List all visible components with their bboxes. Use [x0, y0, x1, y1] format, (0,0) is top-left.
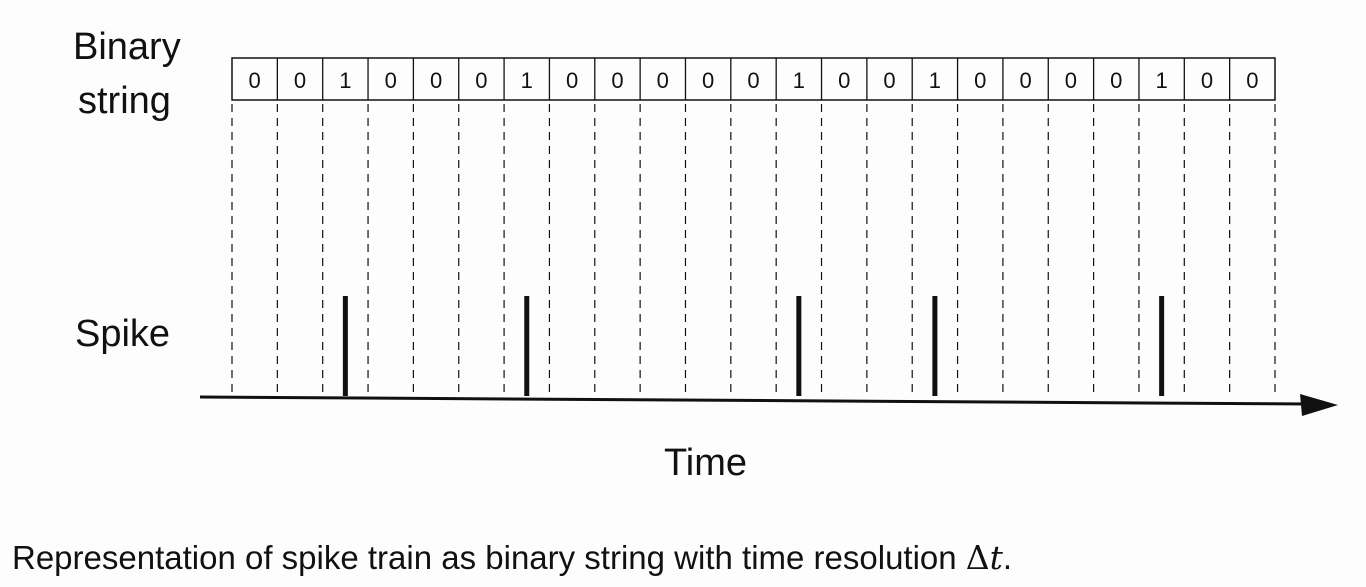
time-axis-label: Time	[664, 442, 748, 484]
caption-text: Representation of spike train as binary …	[12, 539, 966, 576]
binary-digit: 0	[657, 68, 669, 93]
binary-string-box	[231, 57, 1276, 101]
binary-digit: 0	[1201, 68, 1213, 93]
delta-t-symbol: Δt	[966, 538, 1003, 577]
time-axis-arrowhead	[1300, 394, 1338, 416]
binary-digit: 1	[929, 68, 941, 93]
binary-digit: 0	[385, 68, 397, 93]
binary-digit: 0	[249, 68, 261, 93]
binary-digit: 0	[566, 68, 578, 93]
binary-digit: 0	[1065, 68, 1077, 93]
binary-string-label-line1: Binary	[73, 26, 181, 68]
binary-digit: 0	[838, 68, 850, 93]
binary-digit: 1	[339, 68, 351, 93]
figure-caption: Representation of spike train as binary …	[12, 538, 1012, 577]
binary-digit: 0	[1019, 68, 1031, 93]
t-symbol: t	[989, 538, 1003, 577]
binary-digit: 0	[294, 68, 306, 93]
binary-string-cells: 0 0 1 0 0 0 1 0 0 0 0 0 1 0 0 1 0 0 0 0 1 0 0	[231, 57, 1276, 101]
binary-digit: 0	[1246, 68, 1258, 93]
spike-label: Spike	[75, 313, 171, 355]
spike-marks	[342, 296, 1165, 396]
binary-digit: 0	[883, 68, 895, 93]
binary-digit: 0	[974, 68, 986, 93]
binary-digit: 1	[793, 68, 805, 93]
binary-digit: 0	[430, 68, 442, 93]
binary-digit: 1	[521, 68, 533, 93]
binary-digit: 0	[702, 68, 714, 93]
delta-symbol: Δ	[965, 538, 990, 577]
binary-string-label-line2: string	[78, 80, 171, 122]
time-axis-line	[199, 395, 1311, 406]
binary-digit: 0	[1110, 68, 1122, 93]
binary-digit: 0	[747, 68, 759, 93]
caption-period: .	[1002, 539, 1013, 576]
binary-digit: 0	[611, 68, 623, 93]
binary-digit: 0	[475, 68, 487, 93]
time-bin-gridlines	[231, 104, 1276, 396]
binary-digit: 1	[1156, 68, 1168, 93]
